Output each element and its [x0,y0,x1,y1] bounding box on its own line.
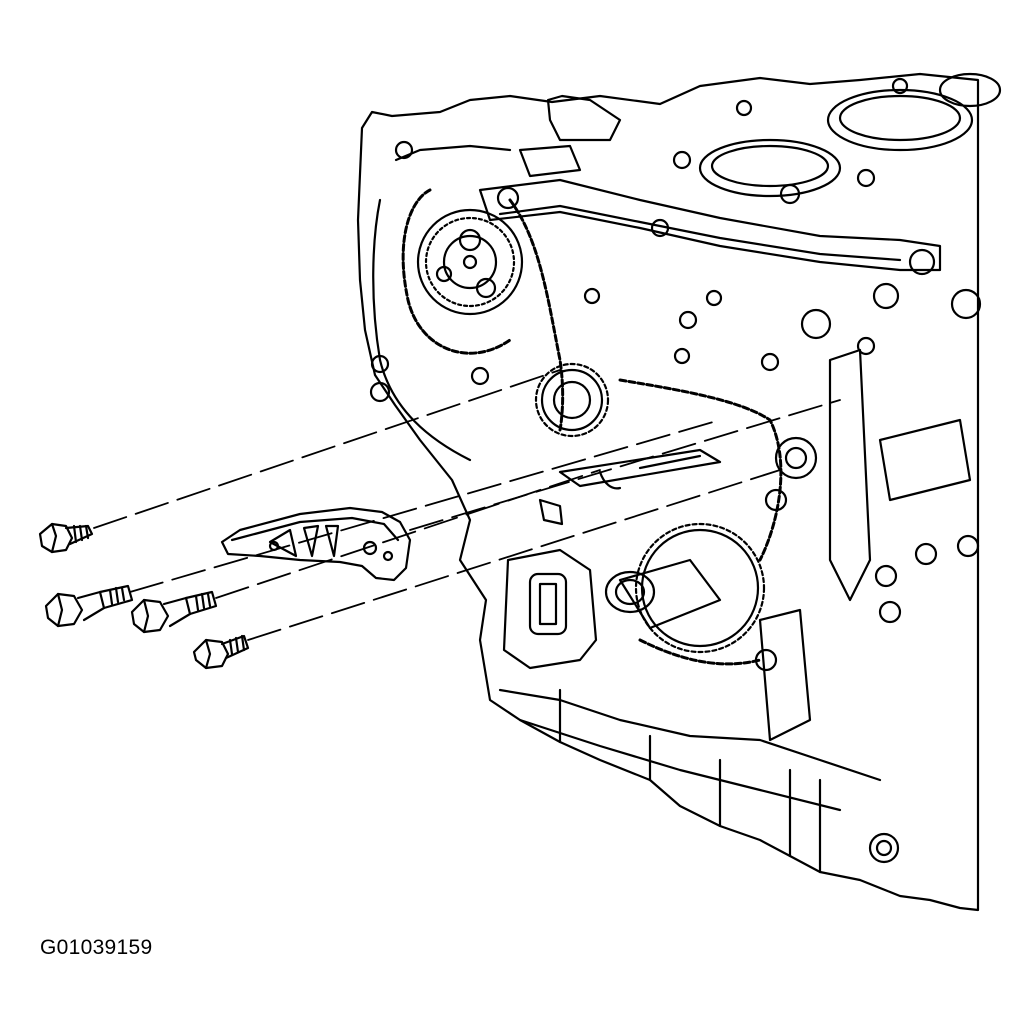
bolt-1 [38,522,94,554]
figure-id-label: G01039159 [40,936,153,959]
bolt-3 [130,590,218,634]
bolt-2 [44,584,134,628]
timing-chain-guide [220,506,412,582]
assembly-lines [93,369,841,641]
bolt-4 [192,634,250,670]
engine-block [356,72,1002,912]
